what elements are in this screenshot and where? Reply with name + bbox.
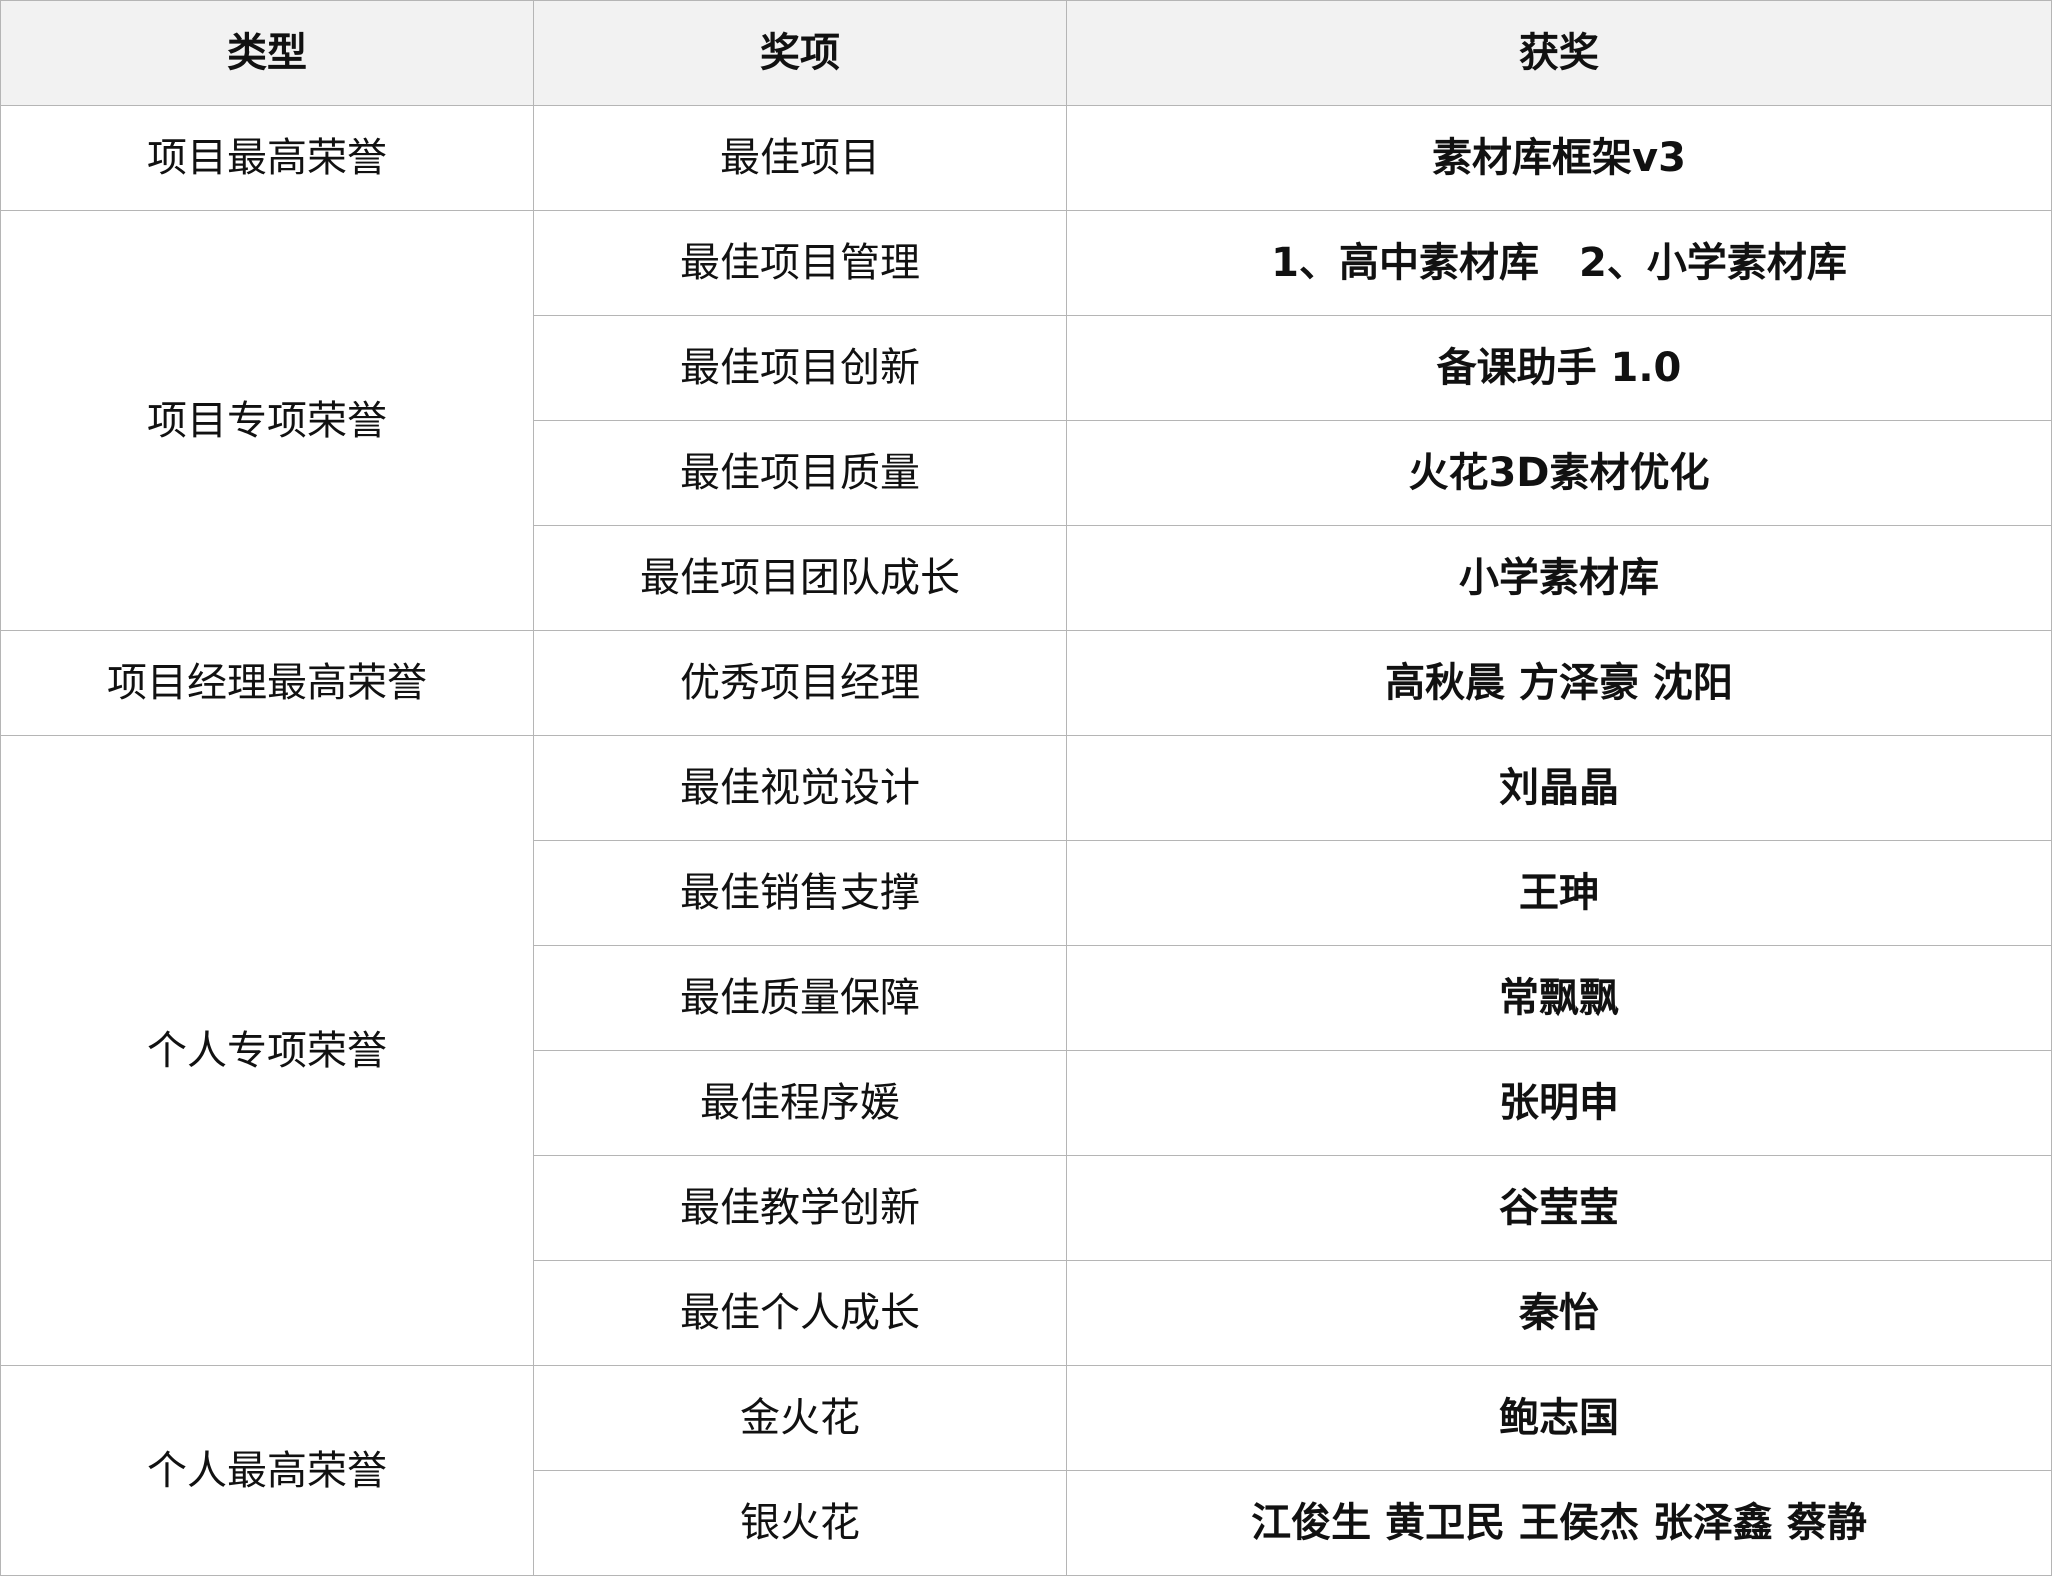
winner-cell: 秦怡 <box>1066 1260 2052 1366</box>
winner-cell: 鲍志国 <box>1066 1365 2052 1471</box>
table-row: 最佳项目创新 备课助手 1.0 <box>1 315 2052 421</box>
award-cell: 最佳教学创新 <box>533 1155 1067 1261</box>
winner-cell: 张明申 <box>1066 1050 2052 1156</box>
award-cell: 最佳项目 <box>533 105 1067 211</box>
winner-cell: 刘晶晶 <box>1066 735 2052 841</box>
award-cell: 最佳个人成长 <box>533 1260 1067 1366</box>
table-header: 类型 奖项 获奖 <box>0 0 2052 106</box>
table-row: 个人最高荣誉 金火花 鲍志国 <box>0 1365 2052 1576</box>
award-cell: 最佳质量保障 <box>533 945 1067 1051</box>
winner-cell: 素材库框架v3 <box>1066 105 2052 211</box>
category-cell: 项目专项荣誉 <box>0 210 534 631</box>
table-row: 银火花 江俊生 黄卫民 王侯杰 张泽鑫 蔡静 <box>1 1470 2052 1576</box>
table-row: 项目专项荣誉 最佳项目管理 1、高中素材库 2、小学素材库 <box>0 210 2052 631</box>
winner-cell: 备课助手 1.0 <box>1066 315 2052 421</box>
winner-cell: 王珅 <box>1066 840 2052 946</box>
award-cell: 最佳销售支撑 <box>533 840 1067 946</box>
award-cell: 最佳项目质量 <box>533 420 1067 526</box>
header-type: 类型 <box>0 0 534 106</box>
award-cell: 最佳视觉设计 <box>533 735 1067 841</box>
winner-cell: 火花3D素材优化 <box>1066 420 2052 526</box>
winner-cell: 常飘飘 <box>1066 945 2052 1051</box>
category-cell: 个人最高荣誉 <box>0 1365 534 1576</box>
award-cell: 最佳项目创新 <box>533 315 1067 421</box>
header-winner: 获奖 <box>1066 0 2052 106</box>
award-cell: 最佳项目团队成长 <box>533 525 1067 631</box>
table-row: 最佳程序媛 张明申 <box>1 1050 2052 1156</box>
award-cell: 最佳项目管理 <box>533 210 1067 316</box>
category-cell: 个人专项荣誉 <box>0 735 534 1366</box>
award-cell: 优秀项目经理 <box>533 630 1067 736</box>
table-row: 个人专项荣誉 最佳视觉设计 刘晶晶 <box>0 735 2052 1366</box>
winner-cell: 谷莹莹 <box>1066 1155 2052 1261</box>
category-cell: 项目经理最高荣誉 <box>0 630 534 736</box>
table-row: 项目经理最高荣誉 优秀项目经理 高秋晨 方泽豪 沈阳 <box>0 630 2052 736</box>
table-row: 最佳个人成长 秦怡 <box>1 1260 2052 1366</box>
table-row: 最佳项目团队成长 小学素材库 <box>1 525 2052 631</box>
award-cell: 最佳程序媛 <box>533 1050 1067 1156</box>
table-row: 项目最高荣誉 最佳项目 素材库框架v3 <box>0 105 2052 211</box>
winner-cell: 小学素材库 <box>1066 525 2052 631</box>
table-row: 最佳质量保障 常飘飘 <box>1 945 2052 1051</box>
table-row: 最佳教学创新 谷莹莹 <box>1 1155 2052 1261</box>
category-cell: 项目最高荣誉 <box>0 105 534 211</box>
winner-cell: 江俊生 黄卫民 王侯杰 张泽鑫 蔡静 <box>1066 1470 2052 1576</box>
table-row: 最佳销售支撑 王珅 <box>1 840 2052 946</box>
winner-cell: 高秋晨 方泽豪 沈阳 <box>1066 630 2052 736</box>
award-cell: 银火花 <box>533 1470 1067 1576</box>
winner-cell: 1、高中素材库 2、小学素材库 <box>1066 210 2052 316</box>
award-cell: 金火花 <box>533 1365 1067 1471</box>
header-row: 类型 奖项 获奖 <box>0 0 2052 106</box>
header-award: 奖项 <box>533 0 1067 106</box>
table-body: 项目最高荣誉 最佳项目 素材库框架v3 项目专项荣誉 最佳项目管理 1、高中素材… <box>0 105 2052 1576</box>
